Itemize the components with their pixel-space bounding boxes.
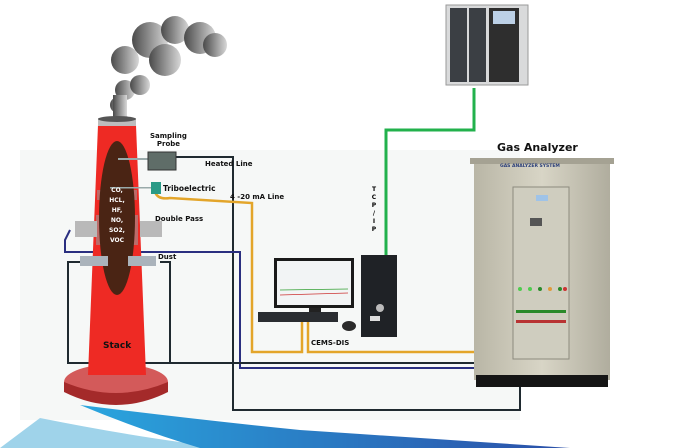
cabinet-brand: GAS ANALYZER SYSTEM <box>500 164 560 169</box>
tcp-ip-label: T C P / I P <box>370 186 378 234</box>
dust-line-left <box>67 261 480 364</box>
dust-sensor-right <box>128 256 156 266</box>
cems-dis-computer <box>258 255 397 337</box>
cems-dis-label: CEMS-DIS <box>311 339 350 347</box>
double-pass-line <box>64 229 478 369</box>
sampling-probe-box <box>147 151 177 171</box>
probe-rod <box>118 158 148 160</box>
gas-item: NO, <box>110 217 124 224</box>
tcp-ip-char: P <box>371 226 377 233</box>
ma-line-label: 4 -20 mA Line <box>230 193 285 201</box>
stack-base-side <box>64 382 168 405</box>
ma-line-wire <box>153 191 304 354</box>
triboelectric-label: Triboelectric <box>163 184 216 193</box>
server-rack <box>445 4 529 86</box>
double-pass-left <box>75 221 97 237</box>
tcp-ip-char: T <box>371 186 377 193</box>
tcp-ip-char: P <box>371 202 377 209</box>
gas-item: VOC <box>109 237 125 244</box>
tcp-ip-char: / <box>372 210 376 217</box>
smoke-icon <box>110 16 227 120</box>
triboelectric-sensor <box>151 182 161 194</box>
stack-label: Stack <box>103 341 132 351</box>
tcp-ip-char: C <box>371 194 377 201</box>
swoosh-light <box>0 418 230 448</box>
cems-to-analyzer-wire <box>306 320 478 354</box>
dust-sensor-left <box>80 256 108 266</box>
gas-item: HF, <box>111 207 123 214</box>
gas-analyzer-cabinet <box>470 158 614 387</box>
gas-item: HCL, <box>109 197 125 204</box>
heated-line <box>176 156 521 411</box>
gas-analyzer-title: Gas Analyzer <box>497 141 578 154</box>
sampling-probe-label: Sampling Probe <box>150 133 187 148</box>
swoosh-dark <box>80 405 570 448</box>
heated-line-label: Heated Line <box>205 160 253 168</box>
tribo-rod <box>110 187 152 189</box>
double-pass-right <box>140 221 162 237</box>
dust-line-right <box>160 261 171 363</box>
gas-item: SO2, <box>109 227 125 234</box>
sampling-probe-label-line1: Sampling <box>150 132 187 140</box>
double-pass-label: Double Pass <box>155 215 204 223</box>
tcp-ip-line <box>384 88 476 255</box>
stack-opening <box>98 116 136 122</box>
sampling-probe-label-line2: Probe <box>156 140 181 148</box>
tcp-ip-char: I <box>372 218 376 225</box>
dust-label: Dust <box>158 253 177 261</box>
gas-item: CO, <box>111 187 123 194</box>
